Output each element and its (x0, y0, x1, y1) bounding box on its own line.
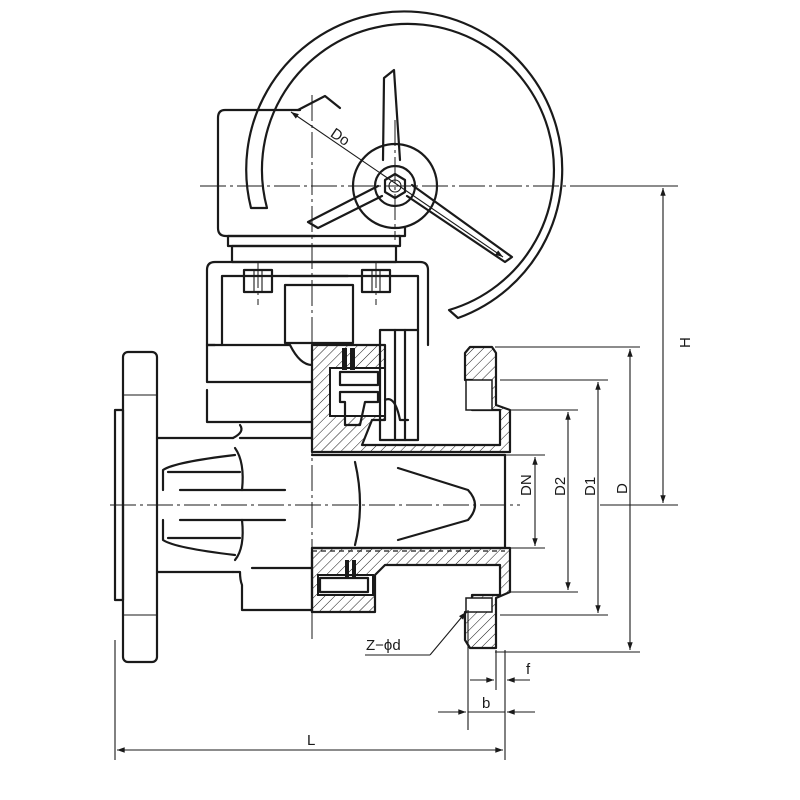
label-d2: D2 (552, 477, 569, 496)
bonnet (205, 260, 430, 347)
label-zphid: Z−ϕd (366, 637, 401, 654)
gland-detail (318, 328, 420, 594)
label-d: D (614, 483, 631, 494)
dimensions (114, 111, 678, 760)
left-flange (113, 350, 235, 664)
bore (310, 451, 507, 552)
label-dn: DN (518, 474, 535, 496)
label-l: L (307, 732, 315, 749)
labels: Do H D D1 D2 DN Z−ϕd f b L (307, 125, 694, 749)
label-d1: D1 (582, 477, 599, 496)
handwheel (245, 10, 564, 320)
section-hatching (310, 343, 512, 650)
label-f: f (526, 661, 531, 678)
label-b: b (482, 695, 490, 712)
label-do: Do (327, 125, 352, 150)
label-h: H (677, 337, 694, 348)
